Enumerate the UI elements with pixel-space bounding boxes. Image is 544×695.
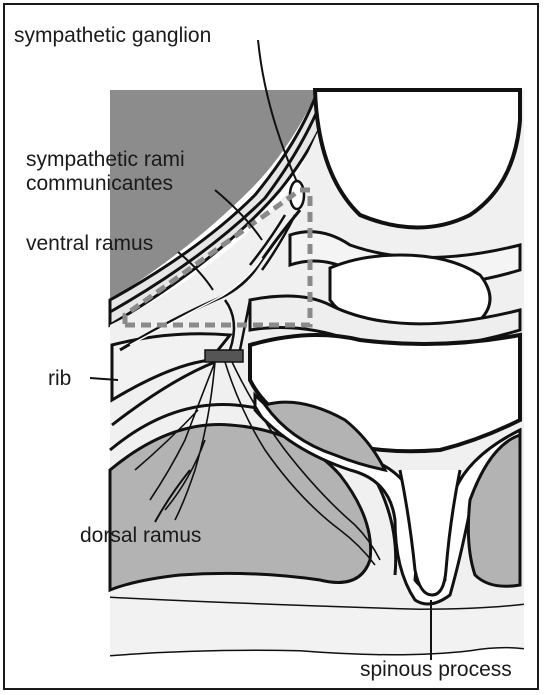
label-rami-line1: sympathetic rami xyxy=(26,148,185,171)
costal-joint xyxy=(205,350,243,362)
label-rib: rib xyxy=(48,367,71,390)
label-ventral-ramus: ventral ramus xyxy=(26,232,153,255)
label-rami-line2: communicantes xyxy=(26,172,173,195)
label-dorsal-ramus: dorsal ramus xyxy=(80,524,201,547)
label-spinous-process: spinous process xyxy=(360,658,512,681)
label-sympathetic-ganglion: sympathetic ganglion xyxy=(14,24,211,47)
